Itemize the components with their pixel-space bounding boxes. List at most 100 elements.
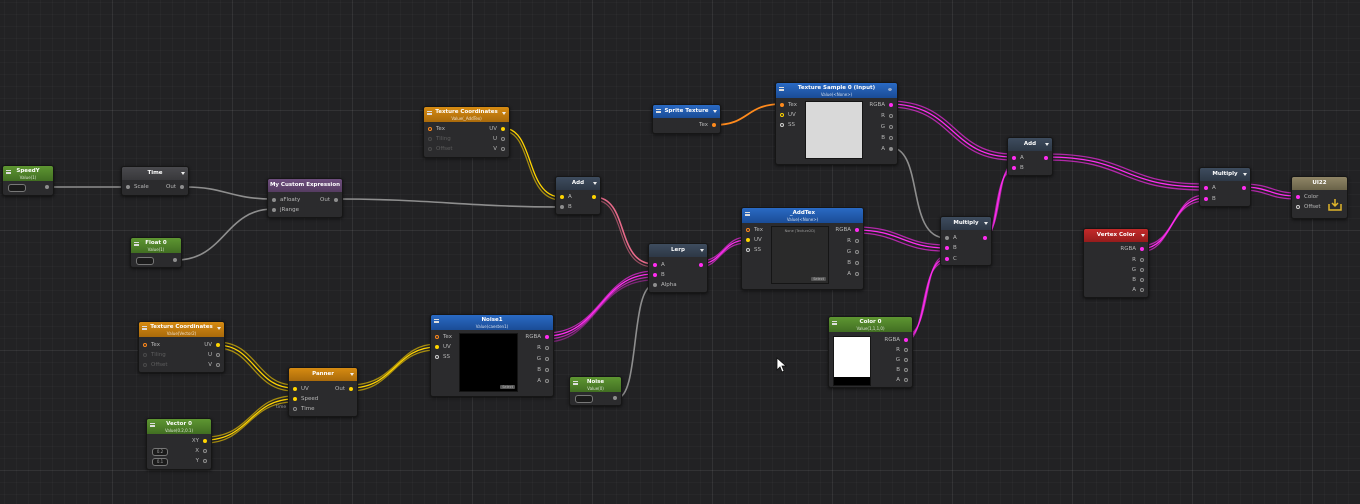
input-port-speed[interactable]: Speed xyxy=(289,394,318,404)
input-port-offset[interactable]: Offset xyxy=(424,144,453,154)
port-dot[interactable] xyxy=(203,448,207,453)
port-dot[interactable] xyxy=(173,257,177,262)
port-dot[interactable] xyxy=(889,135,893,140)
port-dot[interactable] xyxy=(143,342,147,347)
menu-icon[interactable] xyxy=(434,319,439,323)
color-swatch[interactable] xyxy=(833,336,871,386)
input-port-uv[interactable]: UV xyxy=(776,110,796,120)
port-dot[interactable] xyxy=(143,362,147,367)
input-port-tex[interactable]: Tex xyxy=(431,332,452,342)
input-port-b[interactable]: B xyxy=(556,202,572,212)
port-dot[interactable] xyxy=(855,227,859,232)
output-port-rgba[interactable]: RGBA xyxy=(525,332,553,342)
port-dot[interactable] xyxy=(216,342,220,347)
node-add[interactable]: Add A B xyxy=(555,176,601,215)
port-dot[interactable] xyxy=(945,245,949,250)
port-dot[interactable] xyxy=(293,406,297,411)
menu-icon[interactable] xyxy=(656,109,661,113)
node-header[interactable]: Texture Sample 0 (Input)Value(<None>)⚭ xyxy=(776,83,897,98)
output-port-rgba[interactable]: RGBA xyxy=(1120,244,1148,254)
node-vertex-color[interactable]: Vertex Color RGBA R G B A xyxy=(1083,228,1149,298)
port-dot[interactable] xyxy=(712,122,716,127)
input-port-c[interactable]: C xyxy=(941,254,957,264)
input-port-ss[interactable]: SS xyxy=(776,120,795,130)
input-port-a[interactable]: A xyxy=(1008,153,1024,163)
port-dot[interactable] xyxy=(1140,287,1144,292)
port-dot[interactable] xyxy=(1012,165,1016,170)
input-port-afloaty[interactable]: aFloaty xyxy=(268,195,300,205)
output-port[interactable] xyxy=(979,233,991,243)
output-port-b[interactable]: B xyxy=(896,365,912,375)
output-port-g[interactable]: G xyxy=(1132,265,1148,275)
node-header[interactable]: Panner xyxy=(289,368,357,381)
output-port-b[interactable]: B xyxy=(537,365,553,375)
select-button[interactable]: Select xyxy=(500,385,515,389)
node-header[interactable]: Add xyxy=(556,177,600,190)
input-port-ss[interactable]: SS xyxy=(431,352,450,362)
port-dot[interactable] xyxy=(945,235,949,240)
port-dot[interactable] xyxy=(1204,196,1208,201)
output-port-g[interactable]: G xyxy=(537,354,553,364)
y-field[interactable]: 0.1 xyxy=(152,458,168,466)
port-dot[interactable] xyxy=(560,194,564,199)
texture-preview[interactable]: None (Texture2D) Select xyxy=(771,226,829,284)
port-dot[interactable] xyxy=(746,227,750,232)
port-dot[interactable] xyxy=(1140,277,1144,282)
port-dot[interactable] xyxy=(592,194,596,199)
port-dot[interactable] xyxy=(545,378,549,383)
input-port-a[interactable]: A xyxy=(1200,183,1216,193)
chevron-down-icon[interactable] xyxy=(217,327,221,330)
menu-icon[interactable] xyxy=(832,321,837,325)
node-header[interactable]: Sprite Texture xyxy=(653,105,720,118)
port-dot[interactable] xyxy=(746,247,750,252)
port-dot[interactable] xyxy=(904,347,908,352)
port-dot[interactable] xyxy=(653,262,657,267)
port-dot[interactable] xyxy=(1296,194,1300,199)
node-header[interactable]: Multiply xyxy=(941,217,991,230)
node-lerp[interactable]: Lerp A B Alpha xyxy=(648,243,708,293)
input-port-time[interactable]: Time xyxy=(289,404,314,414)
output-port-tex[interactable]: Tex xyxy=(699,120,720,130)
output-port-uv[interactable]: UV xyxy=(204,340,224,350)
output-port[interactable] xyxy=(695,260,707,270)
node-panner[interactable]: Panner UV Speed Time Out xyxy=(288,367,358,417)
node-sprite-texture[interactable]: Sprite Texture Tex xyxy=(652,104,721,134)
port-dot[interactable] xyxy=(855,260,859,265)
node-custom-expression[interactable]: My Custom Expression aFloaty jRange Out xyxy=(267,178,343,218)
output-port[interactable] xyxy=(1238,183,1250,193)
output-port[interactable] xyxy=(1040,153,1052,163)
port-dot[interactable] xyxy=(272,197,276,202)
port-dot[interactable] xyxy=(435,344,439,349)
port-dot[interactable] xyxy=(143,352,147,357)
port-dot[interactable] xyxy=(904,337,908,342)
port-dot[interactable] xyxy=(45,184,49,189)
input-port-a[interactable]: A xyxy=(941,233,957,243)
port-dot[interactable] xyxy=(272,207,276,212)
output-port-a[interactable]: A xyxy=(881,144,897,154)
port-dot[interactable] xyxy=(889,113,893,118)
output-port-g[interactable]: G xyxy=(896,355,912,365)
output-port[interactable] xyxy=(169,255,181,265)
output-port-rgba[interactable]: RGBA xyxy=(835,225,863,235)
output-port-a[interactable]: A xyxy=(896,375,912,385)
input-port-uv[interactable]: UV xyxy=(431,342,451,352)
input-port-a[interactable]: A xyxy=(556,192,572,202)
output-port-out[interactable]: Out xyxy=(320,195,342,205)
port-dot[interactable] xyxy=(1012,155,1016,160)
port-dot[interactable] xyxy=(983,235,987,240)
input-port-uv[interactable]: UV xyxy=(289,384,309,394)
port-dot[interactable] xyxy=(216,352,220,357)
input-port-tex[interactable]: Tex xyxy=(139,340,160,350)
